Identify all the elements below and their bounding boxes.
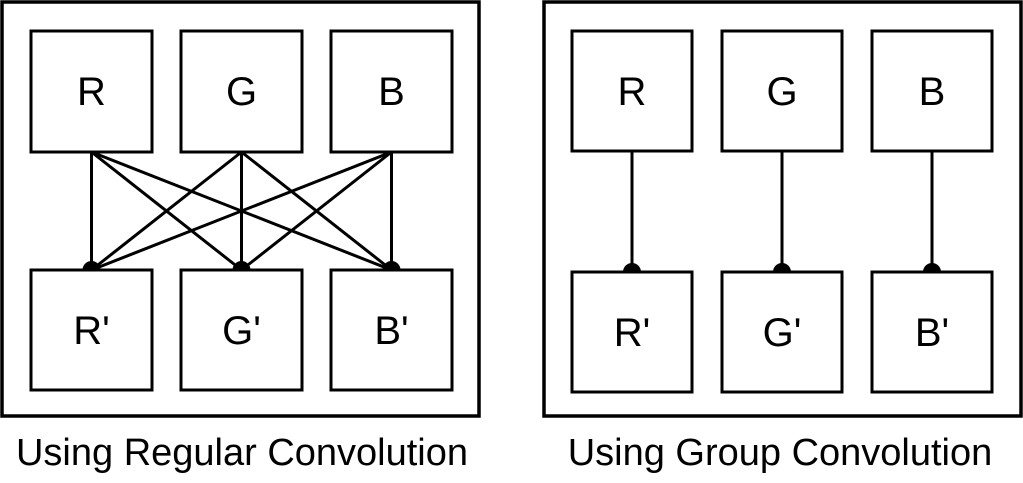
- panel-regular-caption: Using Regular Convolution: [16, 432, 468, 474]
- node-box-b: [329, 29, 454, 154]
- node-label-r-prime: R': [73, 309, 110, 353]
- node-box-r-prime: [29, 268, 154, 392]
- node-box-b: [870, 29, 994, 153]
- node-box-b-prime: [870, 270, 994, 394]
- node-box-g-prime: [720, 270, 844, 394]
- node-label-g: G: [226, 70, 257, 114]
- node-label-r: R: [77, 70, 106, 114]
- connection-line: [240, 150, 393, 272]
- node-box-g-prime: [179, 268, 304, 392]
- node-label-b-prime: B': [915, 311, 949, 355]
- connection-dot: [773, 263, 791, 272]
- node-label-g-prime: G': [222, 309, 261, 353]
- panel-regular-frame: [0, 0, 481, 418]
- node-box-g: [720, 29, 844, 153]
- connection-dot: [82, 261, 101, 270]
- node-label-r-prime: R': [614, 311, 651, 355]
- node-box-r-prime: [570, 270, 694, 394]
- node-label-b: B: [919, 70, 946, 114]
- connection-dot: [232, 261, 251, 270]
- node-box-r: [29, 29, 154, 154]
- node-box-b-prime: [329, 268, 454, 392]
- connection-dot: [923, 263, 941, 272]
- node-box-g: [179, 29, 304, 154]
- connection-line: [90, 150, 243, 272]
- node-box-r: [570, 29, 694, 153]
- connection-dot: [623, 263, 641, 272]
- panel-regular-edges: [82, 150, 401, 272]
- node-label-b-prime: B': [374, 309, 408, 353]
- panel-group-caption: Using Group Convolution: [568, 432, 993, 474]
- panel-regular-convolution: R G B R' G' B' Using Regular Convolution: [0, 0, 481, 474]
- node-label-g-prime: G': [763, 311, 802, 355]
- panel-group-frame: [542, 0, 1023, 418]
- panel-group-edges: [623, 151, 941, 272]
- node-label-b: B: [378, 70, 405, 114]
- connection-line: [90, 150, 393, 272]
- panel-group-convolution: R G B R' G' B' Using Group Convolution: [542, 0, 1023, 474]
- node-label-g: G: [766, 70, 797, 114]
- node-label-r: R: [618, 70, 647, 114]
- connection-dot: [382, 261, 401, 270]
